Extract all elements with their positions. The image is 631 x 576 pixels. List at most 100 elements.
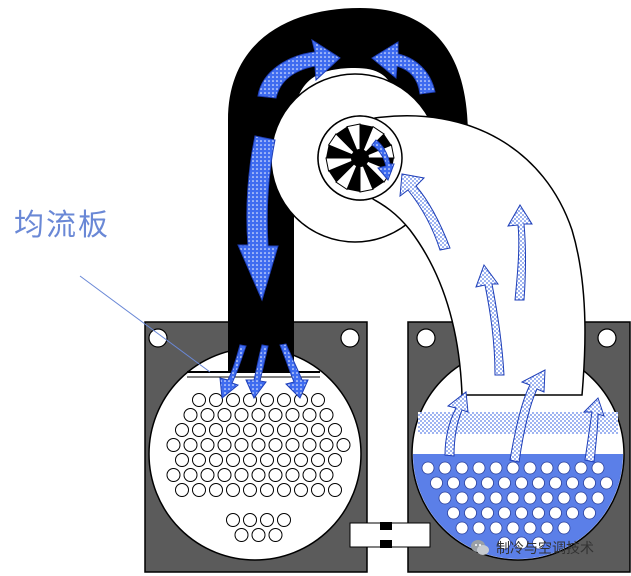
bubble (472, 491, 486, 505)
bubble (464, 506, 477, 520)
bubble (498, 506, 511, 520)
watermark: 制冷与空调技术 (470, 537, 594, 559)
bubble (430, 476, 443, 490)
bubble (523, 461, 537, 475)
heat-exchange-tube (183, 408, 198, 422)
bolt-hole (597, 328, 617, 348)
heat-exchange-tube (243, 453, 257, 467)
heat-exchange-tube (311, 483, 325, 497)
heat-exchange-tube (209, 453, 223, 467)
heat-exchange-tube (192, 453, 206, 467)
heat-exchange-tube (200, 468, 215, 482)
heat-exchange-tube (260, 483, 274, 497)
heat-exchange-tube (277, 393, 291, 407)
bubble (532, 476, 545, 490)
heat-exchange-tube (336, 438, 351, 452)
bubble (540, 521, 554, 535)
bubble (438, 461, 452, 475)
bubble (506, 461, 520, 475)
heat-exchange-tube (328, 453, 342, 467)
heat-exchange-tube (277, 483, 291, 497)
outlet-duct (371, 115, 586, 396)
bolt-hole (416, 328, 436, 348)
heat-exchange-tube (277, 423, 291, 437)
heat-exchange-tube (243, 513, 257, 527)
left-tube-bundle (166, 393, 351, 542)
bubble (455, 521, 469, 535)
flow-arrow (237, 135, 279, 302)
bubble (506, 521, 520, 535)
bubble (447, 506, 460, 520)
heat-exchange-tube (243, 483, 257, 497)
bubble (498, 536, 511, 550)
bubble (455, 491, 469, 505)
right-bolt-hole (340, 328, 360, 348)
flow-arrow (507, 204, 533, 301)
heat-exchange-tube (234, 408, 249, 422)
flow-arrow (444, 391, 469, 457)
baffle-label: 均流板 (14, 208, 110, 243)
heat-exchange-tube (268, 468, 283, 482)
bubble (489, 491, 503, 505)
heat-exchange-tube (260, 393, 274, 407)
heat-exchange-tube (175, 483, 189, 497)
bubble (506, 491, 520, 505)
bubble (464, 476, 477, 490)
bubble (472, 461, 486, 475)
bubble (515, 476, 528, 490)
heat-exchange-tube (217, 468, 232, 482)
bubble (532, 536, 545, 550)
bubble (438, 491, 452, 505)
heat-exchange-tube (260, 513, 274, 527)
heat-exchange-tube (234, 468, 249, 482)
bubble (557, 491, 571, 505)
heat-exchange-tube (175, 453, 189, 467)
heat-exchange-tube (243, 423, 257, 437)
watermark-text: 制冷与空调技术 (496, 541, 594, 557)
heat-exchange-tube (234, 438, 249, 452)
heat-exchange-tube (319, 468, 334, 482)
heat-exchange-tube (285, 438, 300, 452)
wechat-icon (471, 540, 489, 555)
bubble (591, 491, 605, 505)
heat-exchange-tube (302, 408, 317, 422)
heat-exchange-tube (200, 408, 215, 422)
heat-exchange-tube (226, 423, 240, 437)
heat-exchange-tube (277, 513, 291, 527)
heat-exchange-tube (260, 453, 274, 467)
bubble (540, 461, 554, 475)
flow-arrow (279, 343, 309, 399)
heat-exchange-tube (226, 453, 240, 467)
bubble (574, 491, 588, 505)
flow-arrow (219, 344, 247, 399)
bubble (600, 476, 613, 490)
flow-arrow (582, 397, 605, 463)
heat-exchange-tube (192, 393, 206, 407)
heat-exchange-tube (302, 438, 317, 452)
fan-hub (351, 149, 369, 167)
heat-exchange-tube (166, 438, 181, 452)
heat-exchange-tube (311, 423, 325, 437)
heat-exchange-tube (183, 438, 198, 452)
heat-exchange-tube (166, 468, 181, 482)
heat-exchange-tube (226, 513, 240, 527)
heat-exchange-tube (192, 483, 206, 497)
heat-exchange-tube (268, 408, 283, 422)
bubble (523, 491, 537, 505)
bubble (489, 521, 503, 535)
heat-exchange-tube (328, 483, 342, 497)
fan-blade (360, 158, 385, 190)
heat-exchange-tube (217, 438, 232, 452)
bubble (489, 461, 503, 475)
bubble (523, 521, 537, 535)
flow-arrow (475, 263, 505, 376)
label-leader (79, 275, 211, 373)
bubble (549, 476, 562, 490)
heat-exchange-tube (209, 423, 223, 437)
flow-arrow (371, 41, 436, 95)
heat-exchange-tube (251, 438, 266, 452)
heat-exchange-tube (209, 393, 223, 407)
connecting-pipe (349, 522, 431, 548)
flow-arrow (245, 344, 269, 399)
